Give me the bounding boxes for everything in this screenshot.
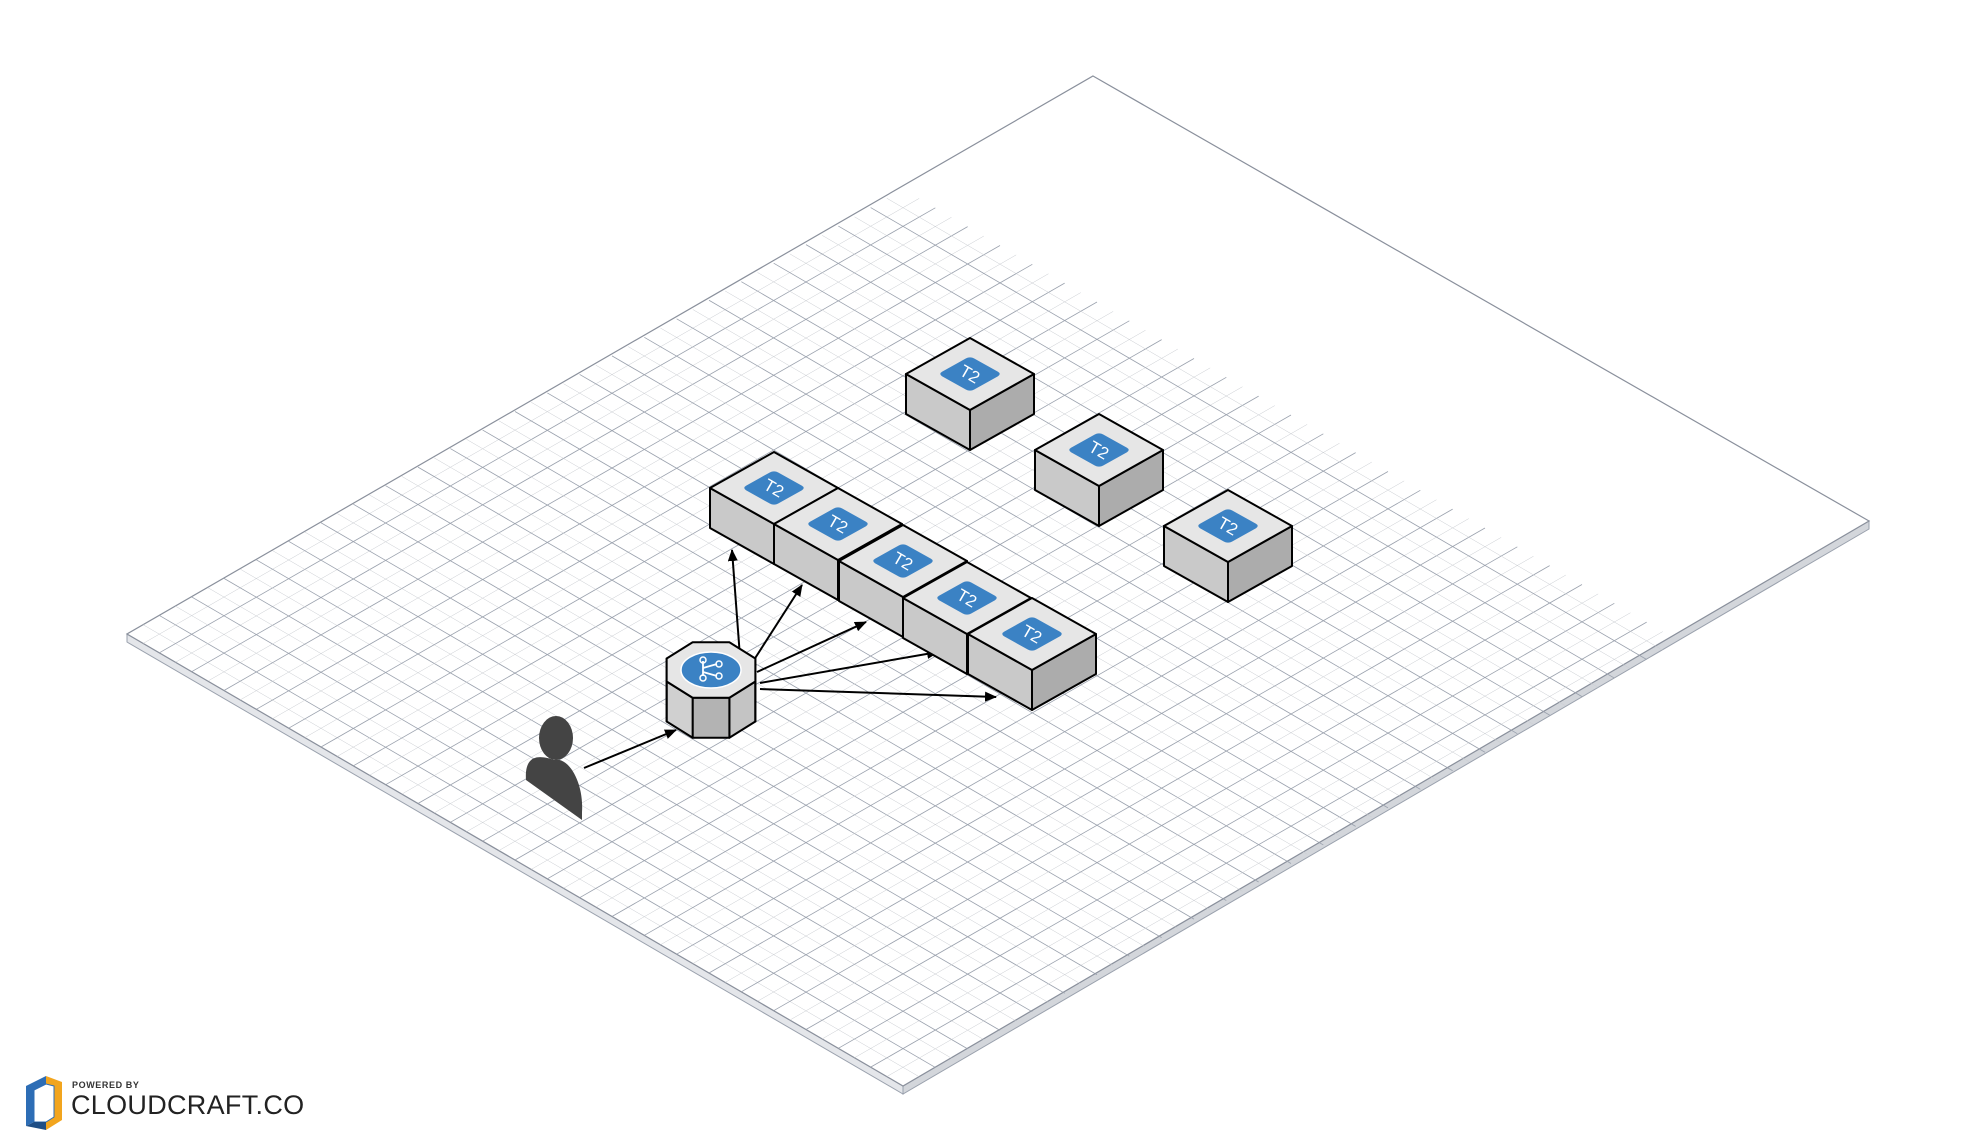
powered-by-label: POWERED BY: [72, 1080, 140, 1090]
connection-arrow: [583, 729, 677, 769]
grid-line: [805, 244, 1583, 697]
cloudcraft-logo-icon: [26, 1076, 62, 1130]
ec2-instance-box[interactable]: T2: [905, 337, 1035, 451]
grid-line: [822, 235, 1599, 688]
connection-arrows: [583, 549, 997, 769]
ec2-instance-box[interactable]: T2: [1034, 413, 1164, 527]
lb-side: [691, 696, 731, 739]
ec2-instance-box[interactable]: T2: [967, 597, 1097, 711]
load-balancer[interactable]: [665, 641, 757, 739]
grid-line: [886, 198, 1663, 651]
grid-line: [838, 602, 1615, 1049]
connection-arrow: [727, 549, 741, 658]
connection-arrow: [756, 621, 867, 673]
connection-arrow: [759, 648, 939, 684]
grid-line: [854, 216, 1631, 670]
user-icon[interactable]: [525, 716, 583, 820]
connection-arrow: [751, 584, 803, 664]
ec2-instance-box[interactable]: T2: [1163, 489, 1293, 603]
grid-line: [886, 631, 1663, 1077]
grid-line: [870, 207, 1647, 660]
user-body: [525, 757, 583, 820]
user-head: [539, 716, 573, 760]
instance-badge: [940, 357, 1000, 391]
grid-line: [805, 584, 1583, 1030]
grid-line: [870, 621, 1647, 1068]
instance-badge: [1198, 509, 1258, 543]
instance-badge: [937, 581, 997, 615]
grid-line: [838, 225, 1615, 679]
instance-badge: [808, 507, 868, 541]
grid-line: [789, 253, 1566, 707]
instance-badge: [873, 544, 933, 578]
grid-line: [773, 565, 1550, 1012]
grid-line: [789, 574, 1566, 1021]
instance-badge: [1069, 433, 1129, 467]
load-balancer-icon: [680, 651, 742, 689]
instance-badge: [1002, 617, 1062, 651]
cloudcraft-logo[interactable]: POWERED BY CLOUDCRAFT.CO: [22, 1072, 304, 1134]
instance-badge: [744, 471, 804, 505]
grid-line: [822, 593, 1599, 1040]
grid-line: [854, 612, 1631, 1058]
brand-name: CLOUDCRAFT.CO: [71, 1090, 305, 1120]
connection-arrow: [759, 688, 997, 702]
